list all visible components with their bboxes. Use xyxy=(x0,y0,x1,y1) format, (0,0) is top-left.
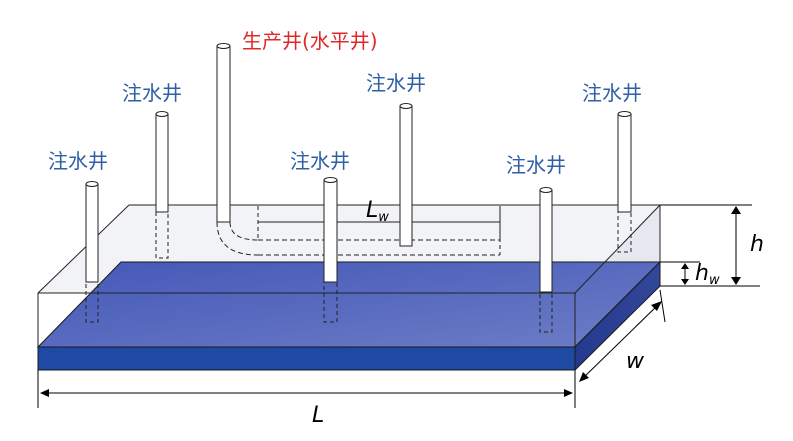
horizontal-well-section xyxy=(216,206,501,256)
label-injector-upper-left: 注水井 xyxy=(122,81,182,105)
label-injector-right: 注水井 xyxy=(506,153,566,177)
dimension-L xyxy=(37,370,576,408)
label-L: L xyxy=(312,403,324,428)
water-layer-front xyxy=(37,346,576,371)
water-layer-top xyxy=(36,261,662,348)
dimension-h xyxy=(660,204,760,287)
label-w: w xyxy=(626,349,645,374)
well-injector-3 xyxy=(323,177,338,323)
well-injector-4 xyxy=(399,103,413,247)
well-producer xyxy=(216,43,231,223)
label-injector-left: 注水井 xyxy=(48,149,108,173)
label-injector-center: 注水井 xyxy=(290,149,350,173)
label-injector-upper-center: 注水井 xyxy=(366,71,426,95)
well-injector-5 xyxy=(539,187,553,333)
dimension-w xyxy=(579,289,666,382)
label-hw: hw xyxy=(695,261,720,288)
dimension-hw xyxy=(660,261,700,285)
well-injector-1 xyxy=(85,181,99,323)
label-h: h xyxy=(750,232,764,257)
well-injector-2 xyxy=(155,111,169,259)
label-injector-upper-right: 注水井 xyxy=(582,81,642,105)
well-injector-6 xyxy=(617,111,632,253)
label-lw: Lw xyxy=(366,198,389,225)
label-production-well: 生产井(水平井) xyxy=(242,29,378,53)
